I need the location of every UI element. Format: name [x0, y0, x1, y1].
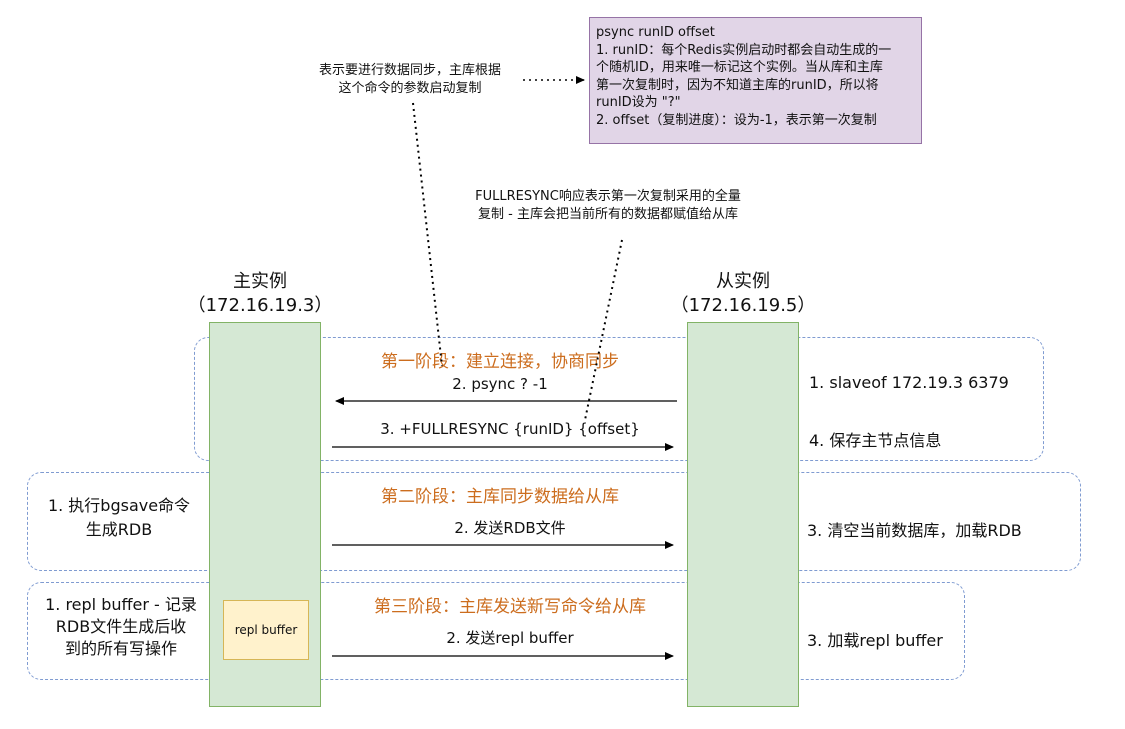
callout-line: 这个命令的参数启动复制	[338, 81, 482, 96]
stage3-title: 第三阶段：主库发送新写命令给从库	[374, 597, 646, 617]
note-line: 个随机ID，用来唯一标记这个实例。当从库和主库	[596, 60, 883, 75]
slave-step-load-rdb: 3. 清空当前数据库，加载RDB	[807, 521, 1022, 540]
slave-name: 从实例	[716, 271, 770, 292]
stage1-title: 第一阶段：建立连接，协商同步	[381, 352, 619, 372]
slave-step-slaveof: 1. slaveof 172.19.3 6379	[809, 373, 1009, 392]
master-step-line: 生成RDB	[85, 520, 153, 539]
slave-column	[687, 322, 799, 707]
stage3-box	[27, 582, 965, 680]
callout-line: 复制 - 主库会把当前所有的数据都赋值给从库	[478, 207, 738, 222]
psync-note-box: psync runID offset 1. runID：每个Redis实例启动时…	[589, 17, 922, 144]
note-line: 2. offset（复制进度）：设为-1，表示第一次复制	[596, 112, 877, 128]
fullresync-message: 3. +FULLRESYNC {runID} {offset}	[380, 420, 640, 438]
slave-step-load-repl: 3. 加载repl buffer	[807, 631, 943, 650]
master-step-repl-buffer: 1. repl buffer - 记录 RDB文件生成后收 到的所有写操作	[30, 594, 212, 660]
master-step-line: 到的所有写操作	[64, 639, 177, 658]
stage2-box	[27, 472, 1081, 571]
master-ip: （172.16.19.3）	[187, 295, 333, 316]
slave-step-save-master-info: 4. 保存主节点信息	[809, 431, 942, 450]
note-line: 第一次复制时，因为不知道主库的runID，所以将	[596, 77, 879, 93]
note-line: runID设为 "?"	[596, 95, 681, 110]
master-name: 主实例	[233, 271, 287, 292]
repl-buffer-label: repl buffer	[234, 623, 298, 637]
callout-line: FULLRESYNC响应表示第一次复制采用的全量	[475, 189, 741, 204]
send-rdb-message: 2. 发送RDB文件	[454, 519, 566, 537]
psync-message: 2. psync ? -1	[452, 375, 548, 393]
master-step-line: 1. 执行bgsave命令	[47, 496, 191, 515]
master-step-line: 1. repl buffer - 记录	[45, 595, 197, 614]
send-repl-message: 2. 发送repl buffer	[446, 629, 574, 647]
note-line: psync runID offset	[596, 25, 715, 40]
psync-callout: 表示要进行数据同步，主库根据 这个命令的参数启动复制	[300, 62, 520, 98]
slave-title: 从实例 （172.16.19.5）	[663, 270, 823, 318]
note-line: 1. runID：每个Redis实例启动时都会自动生成的一	[596, 42, 892, 58]
stage2-title: 第二阶段：主库同步数据给从库	[381, 487, 619, 507]
slave-ip: （172.16.19.5）	[670, 295, 816, 316]
psync-callout-connector	[412, 102, 443, 367]
master-step-line: RDB文件生成后收	[55, 617, 187, 636]
repl-buffer-box: repl buffer	[223, 600, 309, 660]
callout-line: 表示要进行数据同步，主库根据	[318, 63, 501, 78]
fullresync-callout: FULLRESYNC响应表示第一次复制采用的全量 复制 - 主库会把当前所有的数…	[458, 188, 758, 224]
master-title: 主实例 （172.16.19.3）	[180, 270, 340, 318]
master-step-bgsave: 1. 执行bgsave命令 生成RDB	[30, 494, 208, 542]
